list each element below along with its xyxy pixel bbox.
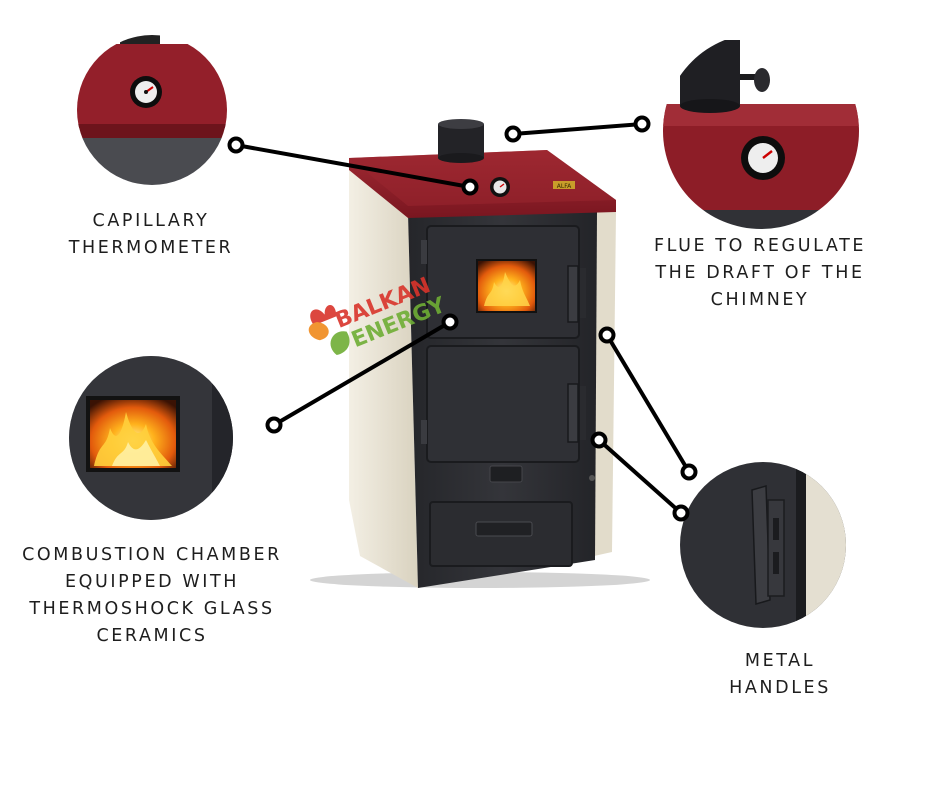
endpoint-dot: [504, 125, 522, 143]
endpoint-dot: [672, 504, 690, 522]
label-line: THERMOMETER: [68, 238, 234, 258]
lower-door: [426, 345, 580, 463]
label-line: METAL: [744, 651, 816, 671]
leaf-green-icon: [330, 331, 350, 356]
label-line: CAPILLARY: [92, 211, 210, 231]
stove-left-side: [349, 168, 418, 588]
connector-endpoints: [227, 115, 698, 522]
upper-door-handle: [567, 265, 579, 323]
label-metal-handles: METAL HANDLES: [700, 648, 860, 702]
connector-combustion: [272, 320, 452, 427]
label-line: THERMOSHOCK GLASS: [29, 599, 275, 619]
label-line: COMBUSTION CHAMBER: [22, 545, 282, 565]
connector-handle-lower: [597, 438, 683, 515]
stove-shadow: [310, 572, 650, 588]
label-line: FLUE TO REGULATE: [653, 236, 867, 256]
label-line: CERAMICS: [96, 626, 208, 646]
ash-drawer-handle: [475, 521, 533, 537]
endpoint-dot: [598, 326, 616, 344]
fire-icon: [484, 272, 530, 306]
leaf-orange-icon: [308, 322, 329, 341]
label-line: HANDLES: [729, 678, 831, 698]
brand-plate-text: ALFA: [557, 183, 572, 190]
endpoint-dot: [680, 463, 698, 481]
connector-thermometer: [235, 143, 471, 189]
chimney-pipe: [438, 124, 484, 158]
endpoint-dot: [590, 431, 608, 449]
endpoint-dot: [227, 136, 245, 154]
label-capillary-thermometer: CAPILLARY THERMOMETER: [40, 208, 262, 262]
endpoint-dot: [441, 313, 459, 331]
label-line: CHIMNEY: [710, 290, 810, 310]
endpoint-dot: [461, 178, 479, 196]
brand-plate: [553, 181, 575, 189]
label-flue: FLUE TO REGULATE THE DRAFT OF THE CHIMNE…: [630, 233, 890, 314]
flue-pipe: [680, 40, 740, 106]
label-line: THE DRAFT OF THE: [655, 263, 865, 283]
connector-flue: [512, 122, 643, 136]
label-line: EQUIPPED WITH: [64, 572, 240, 592]
endpoint-dot: [633, 115, 651, 133]
lower-door-handle: [567, 383, 579, 443]
connectors: [235, 122, 691, 515]
air-vent: [489, 465, 523, 483]
connector-handle-upper: [605, 333, 691, 474]
zoom-cream-side: [806, 462, 846, 628]
zoom-handles: [680, 462, 846, 628]
label-combustion-chamber: COMBUSTION CHAMBER EQUIPPED WITH THERMOS…: [10, 542, 294, 650]
stove-right-side: [594, 212, 616, 556]
stove: ALFA: [310, 119, 650, 588]
metal-handle-icon: [751, 485, 771, 605]
zoom-combustion: [69, 356, 233, 520]
zoom-flue: [663, 33, 859, 229]
leaf-red-icon: [310, 305, 337, 326]
zoom-thermometer: [77, 35, 227, 185]
zoom-black-front: [77, 138, 227, 185]
flue-regulator-knob-icon: [754, 68, 770, 92]
endpoint-dot: [265, 416, 283, 434]
